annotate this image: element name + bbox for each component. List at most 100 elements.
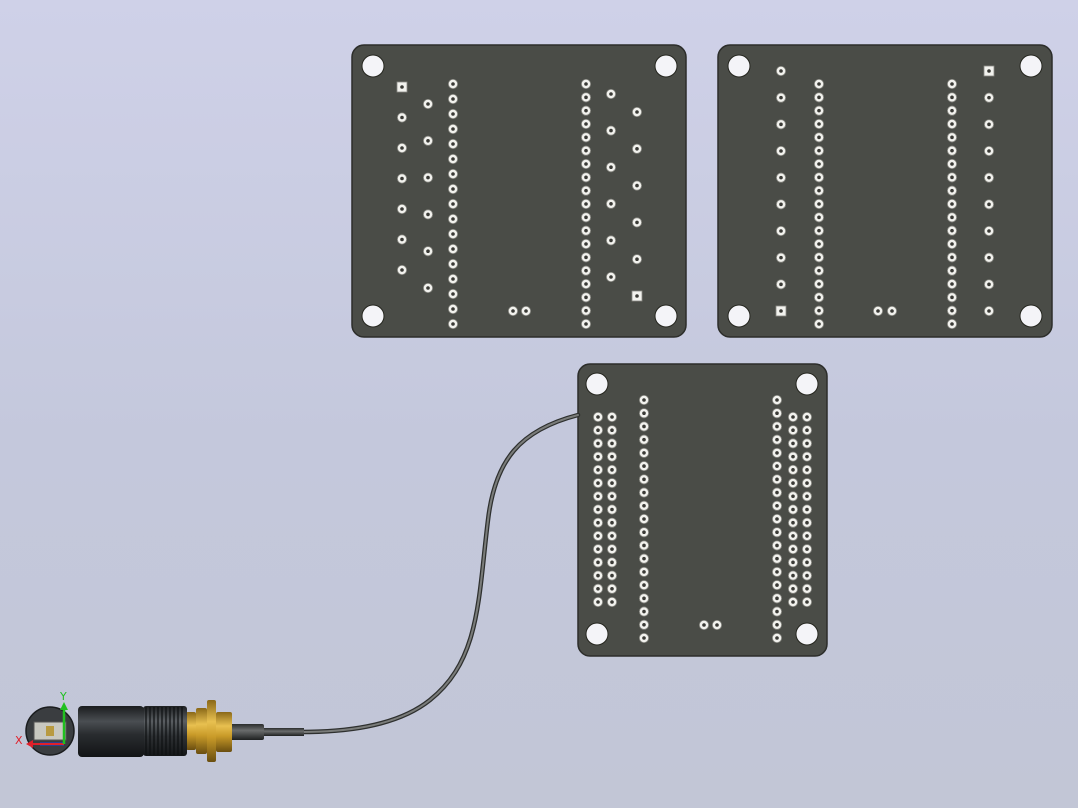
pad-drill <box>950 295 954 300</box>
pad-drill <box>451 232 455 236</box>
pad-drill <box>642 609 646 614</box>
pad-drill <box>596 520 600 525</box>
pad-drill <box>950 268 954 273</box>
pad-drill <box>451 247 455 251</box>
knurl-ridges <box>145 707 183 755</box>
pad-drill <box>642 398 646 402</box>
mount-hole <box>1019 54 1043 78</box>
pad-drill <box>584 95 588 100</box>
pad-drill <box>451 262 455 266</box>
pad-drill <box>426 139 430 143</box>
pad-drill <box>584 322 588 326</box>
pad-drill <box>950 202 954 206</box>
pad-drill <box>609 128 613 133</box>
pad-drill <box>775 424 779 429</box>
pad-drill <box>817 242 821 246</box>
pad-drill <box>596 573 600 578</box>
pad-drill <box>642 622 646 627</box>
pad-drill <box>451 142 455 146</box>
pad-drill <box>987 69 991 73</box>
pcb-board-top-right[interactable] <box>717 44 1053 338</box>
pad-drill <box>817 268 821 273</box>
pad-drill <box>642 437 646 442</box>
pad-drill <box>400 85 404 89</box>
pad-drill <box>610 481 614 485</box>
pad-drill <box>791 600 795 604</box>
pad-drill <box>715 623 719 627</box>
mount-hole <box>1019 304 1043 328</box>
pad-drill <box>642 556 646 561</box>
pad-drill <box>609 92 613 96</box>
pad-drill <box>400 268 404 272</box>
pad-drill <box>610 547 614 551</box>
pad-drill <box>817 122 821 126</box>
triad-x-label: X <box>15 734 23 747</box>
pcb-board-bottom[interactable] <box>577 363 828 657</box>
pad-drill <box>817 322 821 326</box>
pad-drill <box>805 454 809 459</box>
brass-rear-body <box>216 712 232 752</box>
xyz-orientation-triad-icon: X Y <box>15 690 68 748</box>
pad-drill <box>950 148 954 153</box>
pad-drill <box>584 135 588 140</box>
pad-drill <box>596 560 600 565</box>
pad-drill <box>779 202 783 207</box>
pad-drill <box>451 97 455 101</box>
pad-drill <box>779 122 783 127</box>
pad-drill <box>987 229 991 233</box>
pad-drill <box>584 162 588 166</box>
pad-drill <box>642 543 646 548</box>
pad-drill <box>817 308 821 313</box>
pad-drill <box>451 127 455 131</box>
pad-drill <box>596 481 600 485</box>
mount-hole <box>727 304 751 328</box>
board-a-mount-holes <box>361 54 678 328</box>
pad-drill <box>596 454 600 459</box>
pad-drill <box>805 507 809 512</box>
pad-drill <box>817 228 821 233</box>
mount-hole <box>795 622 819 646</box>
pad-drill <box>779 175 783 180</box>
pad-drill <box>791 573 795 578</box>
pad-drill <box>950 95 954 100</box>
pad-drill <box>805 560 809 565</box>
pad-drill <box>791 534 795 538</box>
board-c-pads <box>593 394 813 644</box>
pad-drill <box>817 135 821 140</box>
coax-cable <box>297 412 581 735</box>
pad-drill <box>775 464 779 468</box>
pad-drill <box>596 547 600 551</box>
pad-drill <box>950 215 954 220</box>
pad-drill <box>817 95 821 100</box>
pad-drill <box>642 517 646 521</box>
pad-drill <box>635 110 639 114</box>
pad-drill <box>610 468 614 472</box>
pad-drill <box>635 220 639 225</box>
mount-hole <box>361 54 385 78</box>
pad-drill <box>426 102 430 106</box>
pad-drill <box>642 477 646 482</box>
antenna-cable-assembly[interactable] <box>25 412 581 762</box>
pad-drill <box>635 183 639 188</box>
pad-drill <box>791 494 795 499</box>
pad-drill <box>987 149 991 153</box>
pad-drill <box>642 451 646 455</box>
pad-drill <box>775 451 779 455</box>
pad-drill <box>609 275 613 279</box>
pad-drill <box>642 596 646 601</box>
pad-drill <box>805 494 809 499</box>
pad-drill <box>642 411 646 416</box>
pad-drill <box>426 249 430 253</box>
pad-drill <box>426 175 430 180</box>
pcb-board-top-left[interactable] <box>351 44 687 338</box>
pad-drill <box>596 534 600 538</box>
pad-drill <box>610 507 614 512</box>
pad-drill <box>817 282 821 286</box>
pad-drill <box>817 175 821 180</box>
pad-drill <box>400 146 404 150</box>
pad-drill <box>702 623 706 627</box>
pad-drill <box>584 82 588 86</box>
pad-drill <box>950 108 954 113</box>
